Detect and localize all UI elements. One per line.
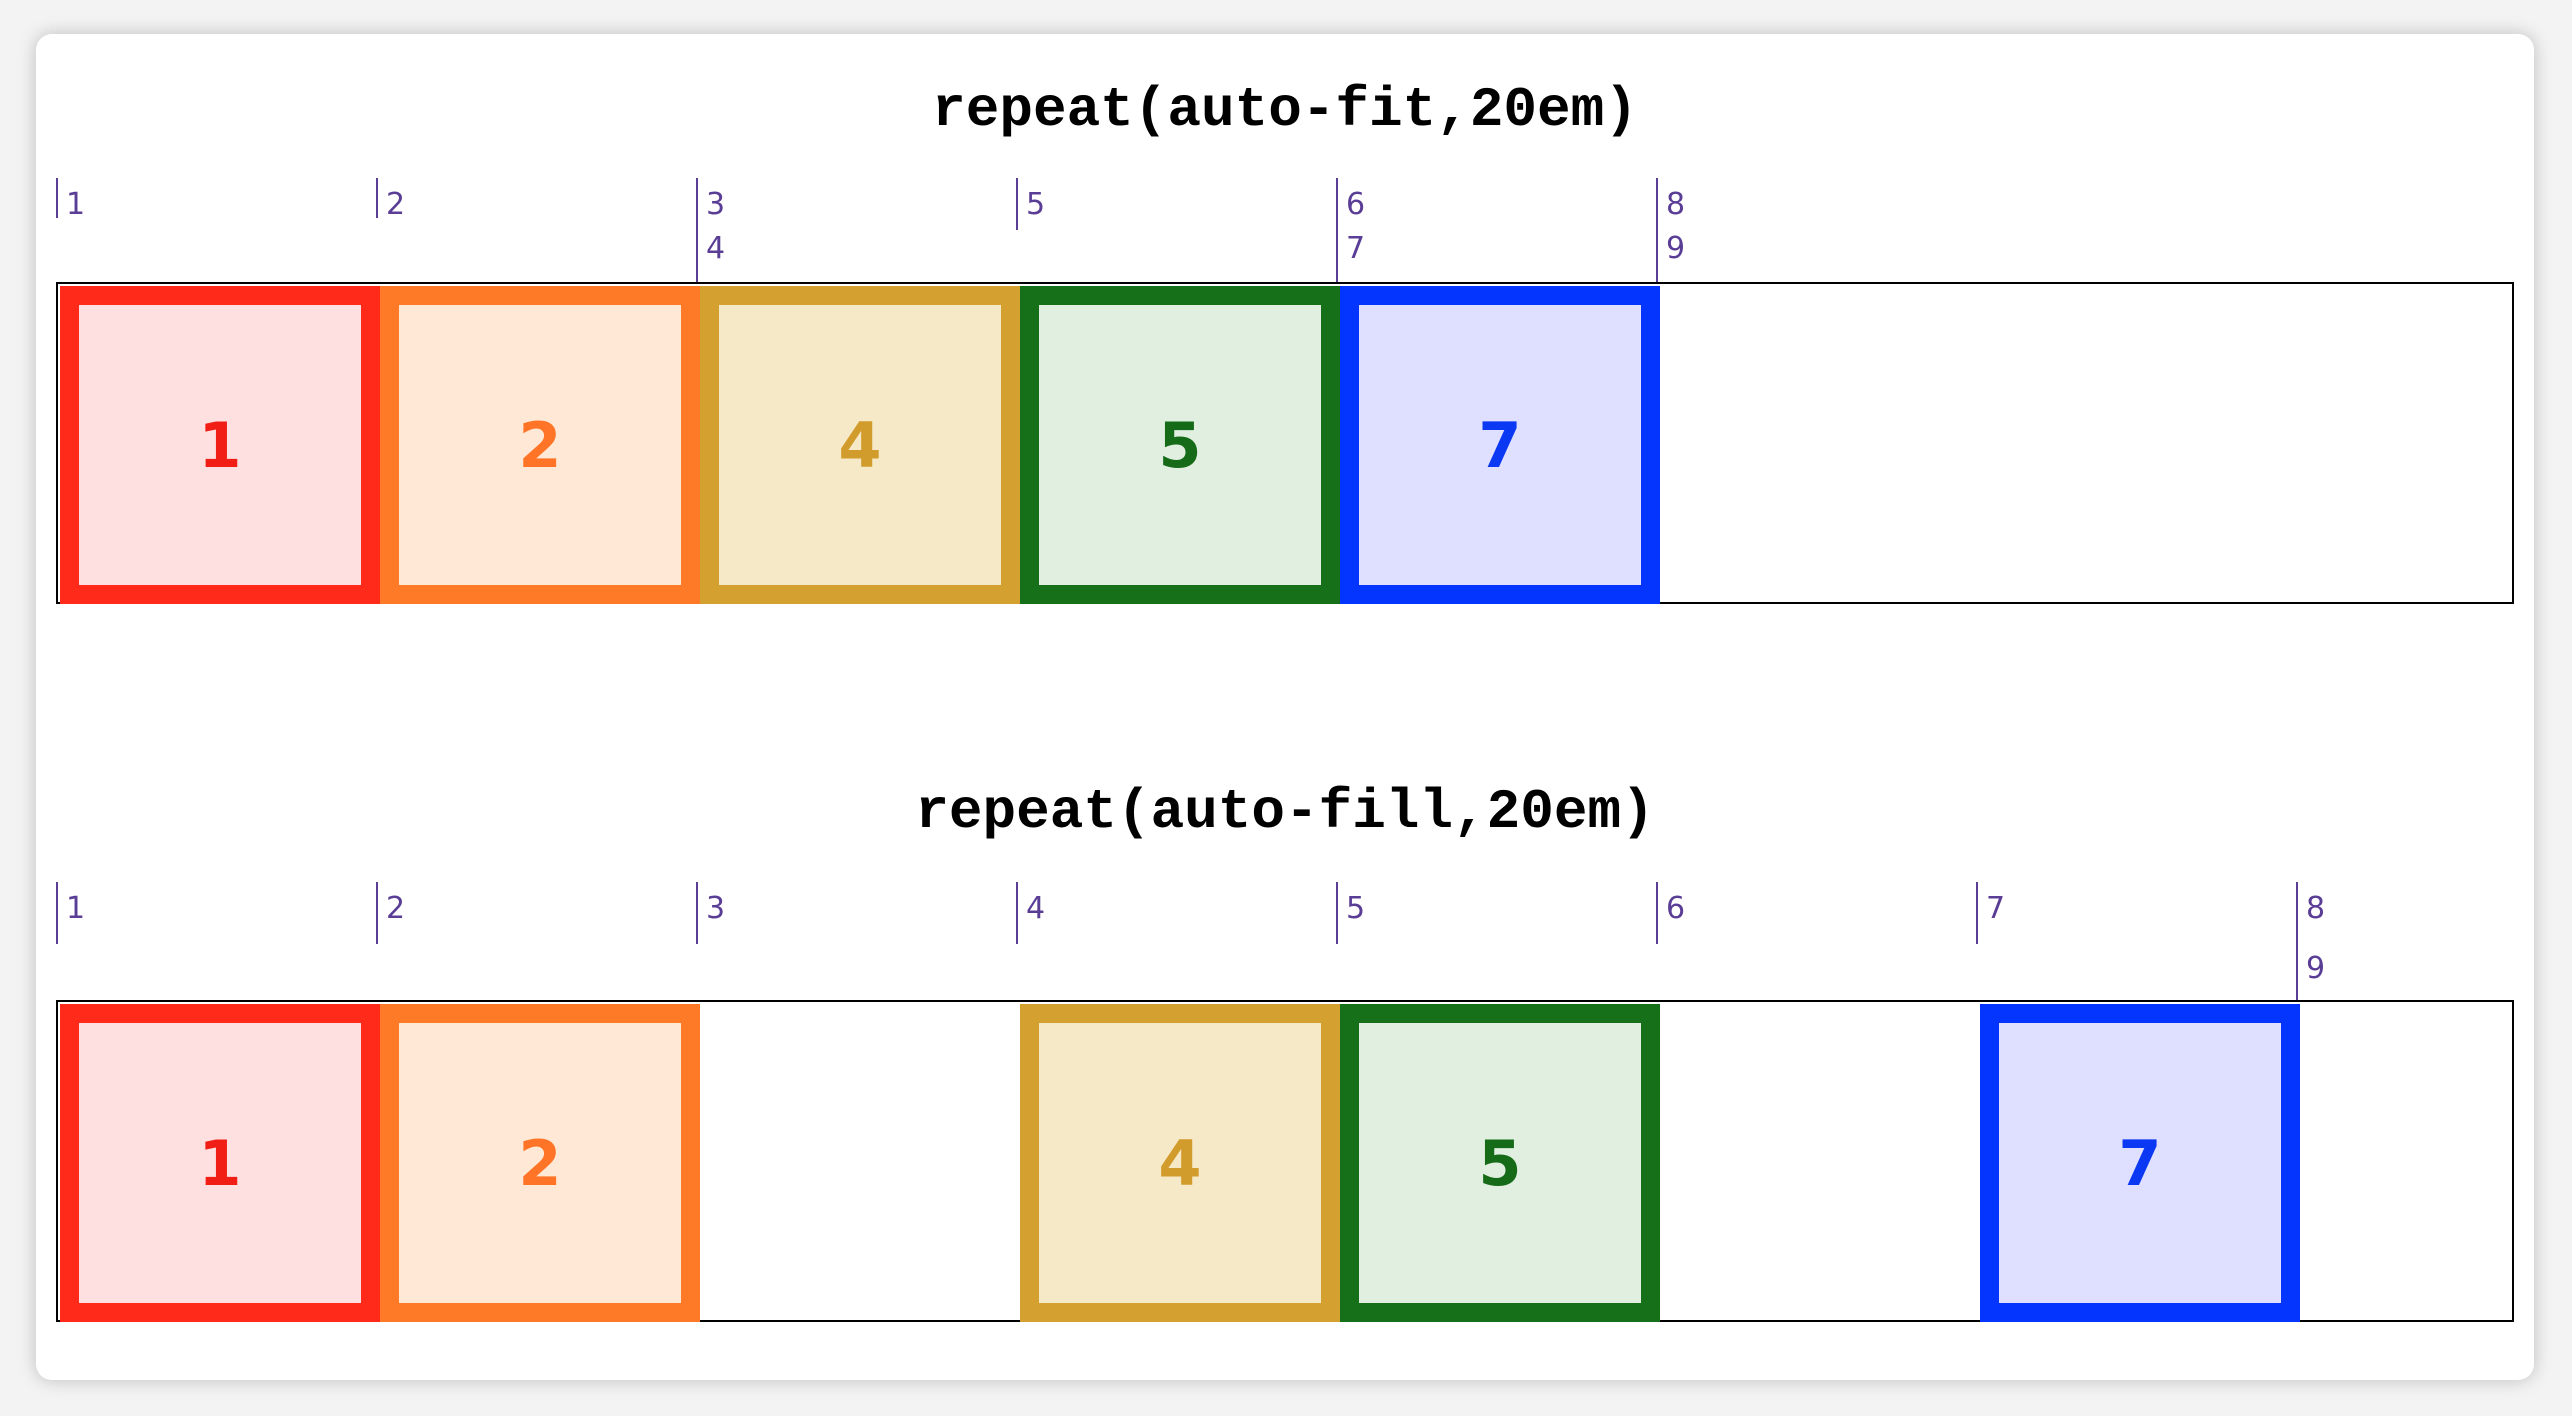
grid-item: 7 bbox=[1340, 286, 1660, 604]
grid-line-label: 1 bbox=[66, 891, 86, 926]
grid-line-label: 8 bbox=[2306, 891, 2326, 926]
grid-line-label: 7 bbox=[1346, 231, 1366, 266]
grid-line-marker bbox=[1016, 882, 1018, 944]
grid-item: 1 bbox=[60, 286, 380, 604]
auto-fill-title: repeat(auto-fill,20em) bbox=[915, 780, 1655, 844]
grid-item: 5 bbox=[1340, 1004, 1660, 1322]
grid-line-marker bbox=[696, 178, 698, 284]
grid-item: 2 bbox=[380, 1004, 700, 1322]
grid-line-label: 4 bbox=[706, 231, 726, 266]
grid-line-label: 5 bbox=[1346, 891, 1366, 926]
grid-line-marker bbox=[1976, 882, 1978, 944]
grid-line-marker bbox=[1336, 882, 1338, 944]
grid-line-label: 1 bbox=[66, 187, 86, 222]
grid-item: 2 bbox=[380, 286, 700, 604]
grid-line-label: 4 bbox=[1026, 891, 1046, 926]
auto-fit-title: repeat(auto-fit,20em) bbox=[932, 78, 1638, 142]
grid-line-label: 2 bbox=[386, 891, 406, 926]
grid-line-label: 8 bbox=[1666, 187, 1686, 222]
grid-line-marker bbox=[56, 178, 58, 218]
grid-line-label: 7 bbox=[1986, 891, 2006, 926]
grid-line-marker bbox=[376, 178, 378, 218]
grid-line-label: 3 bbox=[706, 187, 726, 222]
grid-line-marker bbox=[2296, 882, 2298, 1002]
grid-line-marker bbox=[1336, 178, 1338, 284]
grid-line-label: 6 bbox=[1346, 187, 1366, 222]
auto-fill-grid-container: 1 2 4 5 7 bbox=[56, 1000, 2514, 1322]
diagram-card: repeat(auto-fit,20em) 1 2 3 4 5 6 7 8 9 … bbox=[36, 34, 2534, 1380]
grid-line-label: 2 bbox=[386, 187, 406, 222]
grid-item: 4 bbox=[700, 286, 1020, 604]
grid-line-label: 3 bbox=[706, 891, 726, 926]
grid-line-label: 9 bbox=[2306, 951, 2326, 986]
grid-line-marker bbox=[376, 882, 378, 944]
grid-line-label: 5 bbox=[1026, 187, 1046, 222]
grid-line-marker bbox=[1016, 178, 1018, 230]
grid-item: 1 bbox=[60, 1004, 380, 1322]
grid-line-label: 6 bbox=[1666, 891, 1686, 926]
grid-item: 5 bbox=[1020, 286, 1340, 604]
grid-line-marker bbox=[1656, 882, 1658, 944]
grid-line-marker bbox=[56, 882, 58, 944]
grid-line-marker bbox=[1656, 178, 1658, 284]
grid-item: 4 bbox=[1020, 1004, 1340, 1322]
auto-fit-grid-container: 1 2 4 5 7 bbox=[56, 282, 2514, 604]
grid-item: 7 bbox=[1980, 1004, 2300, 1322]
grid-line-marker bbox=[696, 882, 698, 944]
grid-line-label: 9 bbox=[1666, 231, 1686, 266]
